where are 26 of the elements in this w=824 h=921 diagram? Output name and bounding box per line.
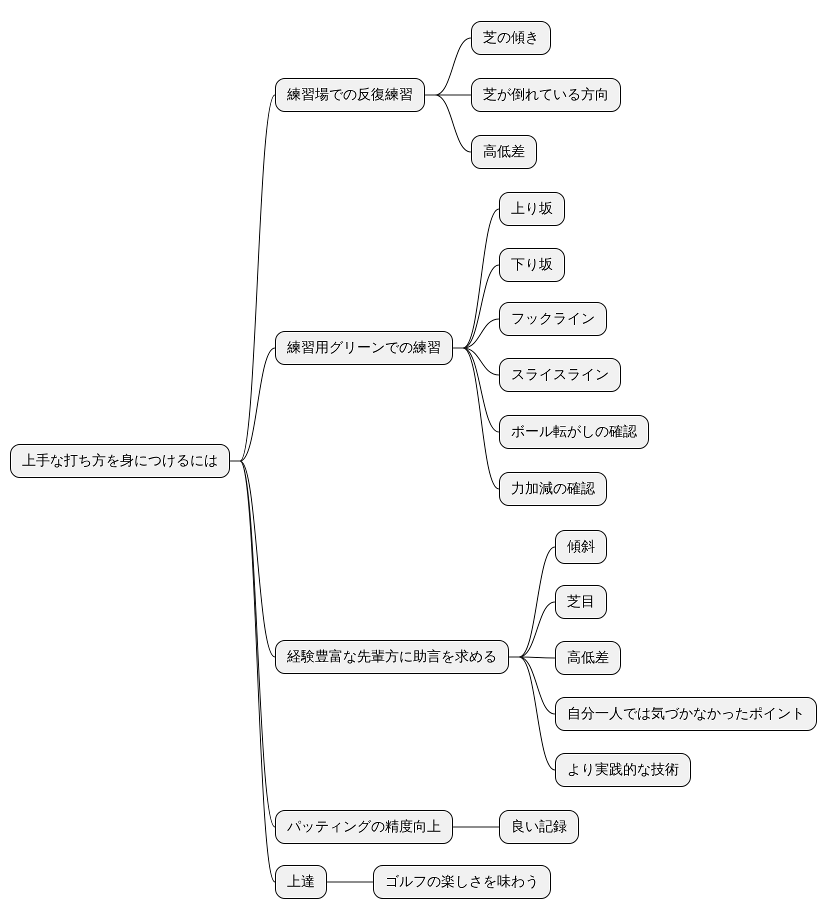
topic-box: 良い記録 xyxy=(499,810,579,844)
topic-box: ゴルフの楽しさを味わう xyxy=(373,865,551,899)
topic-box: 自分一人では気づかなかったポイント xyxy=(555,697,817,731)
topic-box: フックライン xyxy=(499,302,607,336)
topic-box: 練習場での反復練習 xyxy=(275,78,425,112)
topic-box: 力加減の確認 xyxy=(499,472,607,506)
topic-box: 芝が倒れている方向 xyxy=(471,78,621,112)
topic-box: より実践的な技術 xyxy=(555,753,691,787)
topic-box: 高低差 xyxy=(555,641,621,675)
connector-line xyxy=(424,94,472,152)
topic-box: 芝目 xyxy=(555,585,607,619)
topic-box: 上手な打ち方を身につけるには xyxy=(10,444,230,478)
topic-box: 上り坂 xyxy=(499,192,565,226)
topic-box: 高低差 xyxy=(471,135,537,169)
topic-box: パッティングの精度向上 xyxy=(275,810,453,844)
connector-line xyxy=(508,656,556,770)
connector-line xyxy=(452,348,500,490)
topic-box: 経験豊富な先輩方に助言を求める xyxy=(275,640,509,674)
topic-box: スライスライン xyxy=(499,358,621,392)
topic-box: ボール転がしの確認 xyxy=(499,415,649,449)
topic-box: 芝の傾き xyxy=(471,21,551,55)
topic-box: 練習用グリーンでの練習 xyxy=(275,331,453,365)
topic-box: 上達 xyxy=(275,865,327,899)
topic-box: 傾斜 xyxy=(555,530,607,564)
connector-line xyxy=(452,826,500,828)
topic-box: 下り坂 xyxy=(499,248,565,282)
